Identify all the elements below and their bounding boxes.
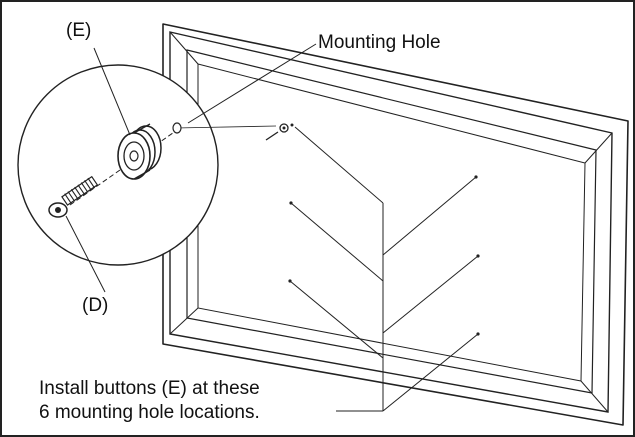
mounting-hole-1-icon <box>265 123 294 141</box>
magnifier-leader <box>175 125 277 129</box>
callout-lines <box>289 126 479 412</box>
washer-icon <box>172 122 182 134</box>
caption-line-2: 6 mounting hole locations. <box>39 402 260 423</box>
leader-d <box>65 215 106 293</box>
label-mounting-hole: Mounting Hole <box>318 32 441 53</box>
caption-line-1: Install buttons (E) at these <box>39 378 260 399</box>
leader-mounting-hole <box>187 43 317 124</box>
label-screw-d: (D) <box>82 295 109 316</box>
instruction-caption: Install buttons (E) at these 6 mounting … <box>39 377 260 425</box>
button-e-icon <box>117 123 162 180</box>
screw-d-icon <box>48 175 99 218</box>
bevel-corners <box>169 31 613 413</box>
magnifier-circle <box>17 64 219 266</box>
label-button-e: (E) <box>66 20 92 41</box>
leader-e <box>93 47 131 136</box>
